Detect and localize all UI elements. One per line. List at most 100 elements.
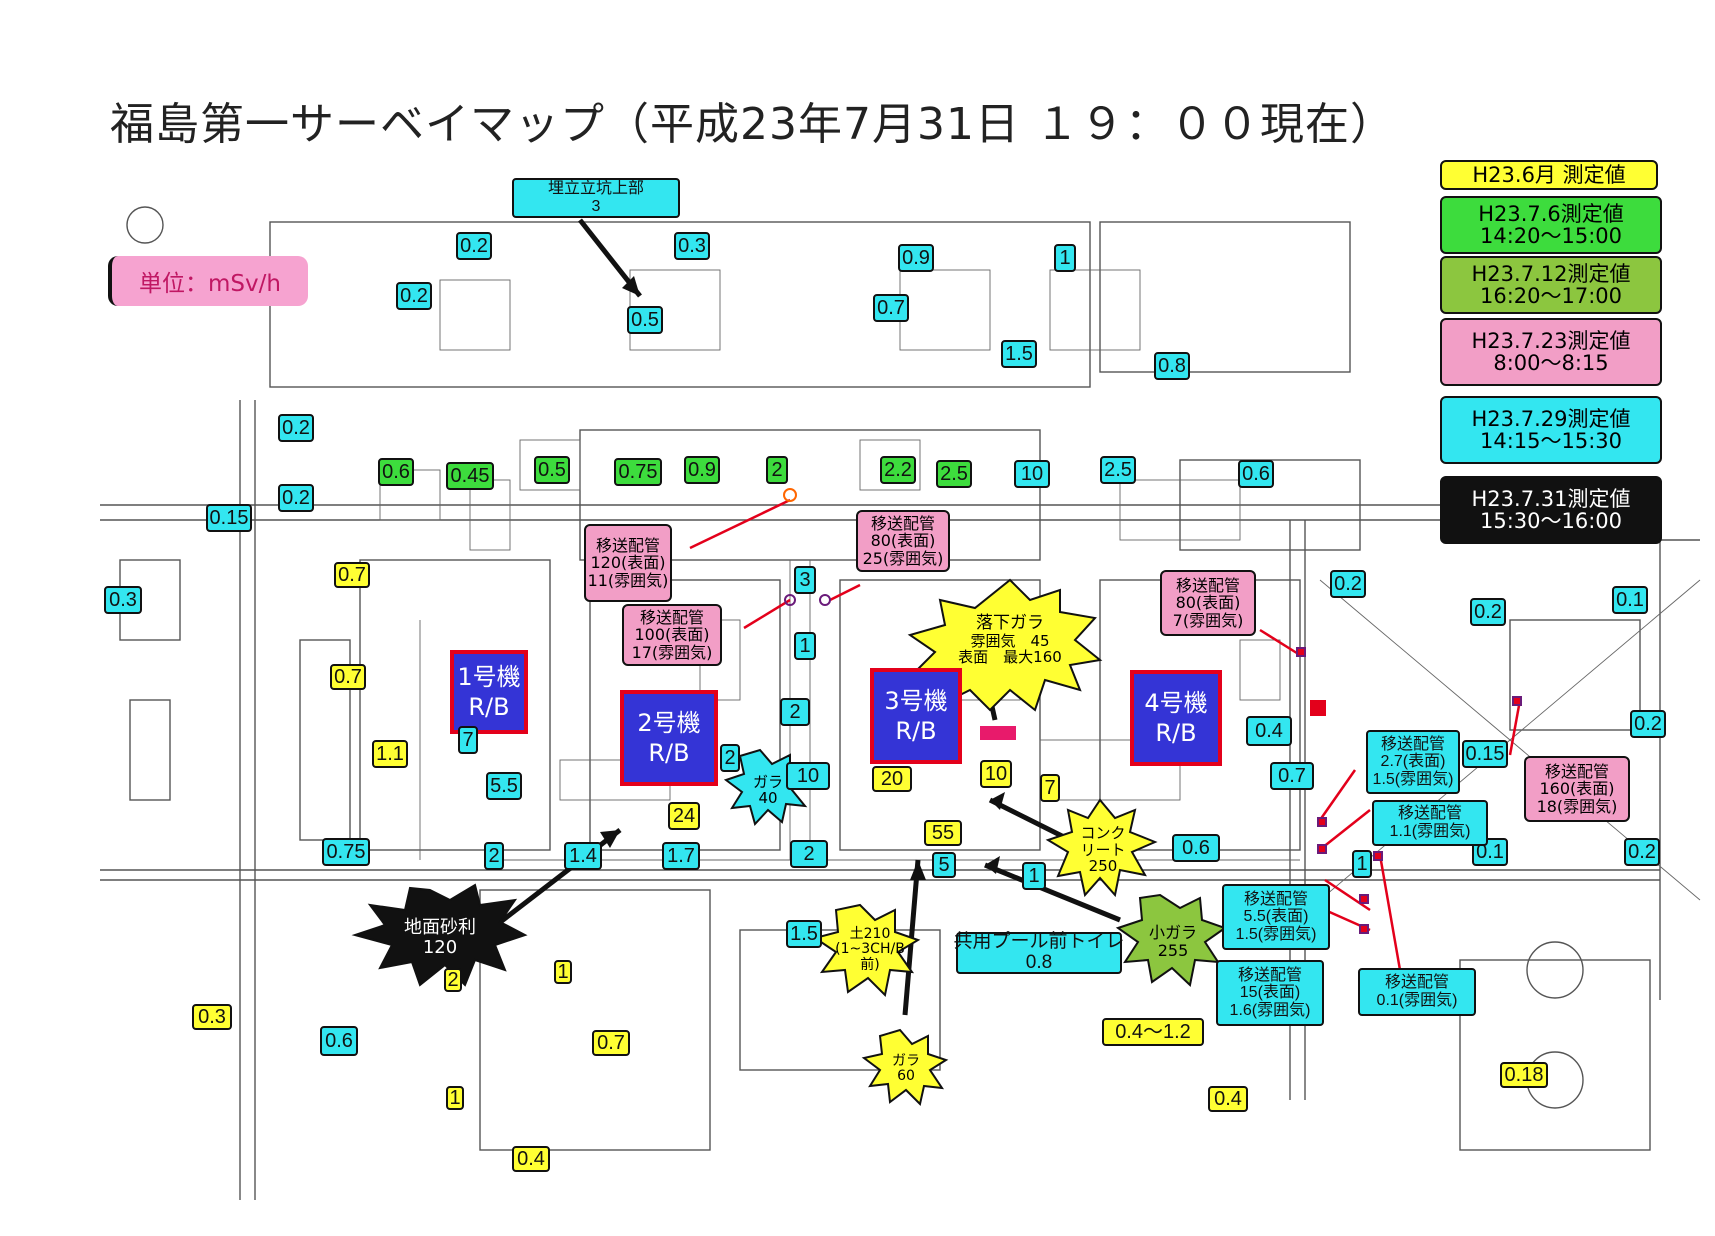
reading: 0.2	[1330, 570, 1366, 598]
falling-debris-line1: 雰囲気 45	[970, 631, 1050, 650]
pipe-note: 移送配管 160(表面) 18(雰囲気)	[1524, 756, 1630, 822]
shaft-label: 埋立立坑上部 3	[512, 178, 680, 218]
reading: 7	[1040, 774, 1060, 802]
soil-line1: (1~3CH/B	[835, 941, 905, 958]
pool-toilet-value: 0.8	[1025, 952, 1053, 973]
pipe-note: 移送配管 1.1(雰囲気)	[1372, 800, 1488, 846]
reading: 0.3	[192, 1004, 232, 1030]
reading: 5.5	[486, 772, 522, 800]
falling-debris-line2: 表面 最大160	[958, 648, 1062, 667]
pipe-note-line1: 100(表面)	[634, 625, 710, 645]
reading: 0.9	[684, 456, 720, 484]
falling-debris-burst: 落下ガラ 雰囲気 45 表面 最大160	[955, 605, 1065, 675]
reading: 1	[446, 1086, 464, 1110]
reading: 0.4	[512, 1146, 550, 1172]
pipe-note-title: 移送配管	[1243, 890, 1308, 908]
legend-0723-time: 8:00～8:15	[1493, 351, 1609, 375]
legend-0729-label: H23.7.29測定値	[1471, 406, 1631, 431]
pipe-note-line1: 80(表面)	[1175, 593, 1241, 613]
pipe-note-line2: 1.5(雰囲気)	[1372, 770, 1454, 788]
pipe-note-line2: 18(雰囲気)	[1536, 796, 1618, 816]
pipe-note-line1: 0.1(雰囲気)	[1376, 992, 1458, 1009]
reading: 0.18	[1500, 1062, 1548, 1088]
pipe-note: 移送配管 5.5(表面) 1.5(雰囲気)	[1222, 884, 1330, 950]
reading: 0.2	[278, 414, 314, 442]
pipe-note-line1: 15(表面)	[1239, 984, 1301, 1002]
pipe-note: 移送配管 0.1(雰囲気)	[1358, 968, 1476, 1016]
small-debris-burst: 小ガラ 255	[1135, 918, 1211, 966]
unit-1-building: 1号機 R/B	[450, 650, 528, 734]
soil-line2: 前)	[860, 956, 880, 973]
legend-0723: H23.7.23測定値 8:00～8:15	[1440, 318, 1662, 386]
reading: 0.7	[334, 562, 370, 588]
reading: 0.3	[674, 232, 710, 260]
debris40-burst: ガラ 40	[740, 770, 796, 810]
legend-0712: H23.7.12測定値 16:20～17:00	[1440, 256, 1662, 314]
concrete-burst-shape	[1045, 798, 1158, 898]
reading: 0.75	[322, 838, 370, 866]
pipe-note-line1: 5.5(表面)	[1243, 908, 1309, 926]
range-label: 0.4～1.2	[1102, 1018, 1204, 1046]
pipe-note-title: 移送配管	[1384, 974, 1449, 992]
reading: 0.7	[1270, 762, 1314, 790]
small-debris-title: 小ガラ	[1148, 923, 1197, 943]
legend-0706-time: 14:20～15:00	[1479, 224, 1623, 248]
legend-0731: H23.7.31測定値 15:30～16:00	[1440, 476, 1662, 544]
pipe-note-line2: 11(雰囲気)	[587, 570, 669, 590]
reading: 1	[794, 632, 816, 660]
legend-0729-time: 14:15～15:30	[1479, 429, 1623, 453]
reading: 0.2	[1624, 838, 1660, 866]
reading: 2.5	[936, 460, 972, 488]
pipe-note-title: 移送配管	[639, 607, 704, 627]
pipe-note-line1: 1.1(雰囲気)	[1389, 823, 1471, 840]
reading: 0.6	[1238, 460, 1274, 488]
unit-4-sub: R/B	[1155, 719, 1197, 747]
debris60-value: 60	[897, 1068, 915, 1084]
legend-0712-label: H23.7.12測定値	[1471, 261, 1631, 286]
reading: 1.5	[786, 920, 822, 948]
reading: 0.5	[534, 456, 570, 484]
pipe-note-line1: 2.7(表面)	[1380, 753, 1446, 771]
reading: 2	[720, 744, 740, 772]
gravel-title: 地面砂利	[404, 917, 476, 939]
reading: 1	[1352, 850, 1372, 878]
reading: 0.7	[330, 664, 366, 690]
pipe-note-line2: 17(雰囲気)	[631, 642, 713, 662]
pipe-note-title: 移送配管	[595, 535, 660, 555]
reading: 2	[766, 456, 788, 484]
debris60-burst: ガラ 60	[878, 1050, 934, 1088]
pipe-note-line2: 25(雰囲気)	[862, 548, 944, 568]
unit-2-sub: R/B	[648, 739, 690, 767]
unit-2-building: 2号機 R/B	[620, 690, 718, 786]
pipe-note: 移送配管 80(表面) 7(雰囲気)	[1160, 570, 1256, 636]
falling-debris-title: 落下ガラ	[976, 613, 1044, 634]
small-debris-arrow	[984, 862, 1121, 923]
debris40-title: ガラ	[752, 772, 783, 791]
soil-burst: 土210 (1~3CH/B 前)	[832, 920, 908, 980]
reading: 10	[1014, 460, 1050, 488]
reading: 0.75	[614, 458, 662, 486]
pipe-note-title: 移送配管	[1397, 805, 1462, 823]
reading: 0.6	[1172, 834, 1220, 862]
pipe-note: 移送配管 80(表面) 25(雰囲気)	[856, 510, 950, 572]
reading: 2	[780, 698, 810, 726]
reading: 0.2	[278, 484, 314, 512]
reading: 1	[1054, 244, 1076, 272]
reading: 0.2	[456, 232, 492, 260]
concrete-line1: リート	[1080, 840, 1126, 859]
reading: 1.7	[662, 842, 700, 870]
unit-3-sub: R/B	[895, 717, 937, 745]
reading: 2	[484, 842, 504, 870]
reading: 0.6	[320, 1026, 358, 1056]
pipe-note-line1: 120(表面)	[590, 553, 666, 573]
pipe-note-title: 移送配管	[1237, 966, 1302, 984]
pipe-note-line2: 1.6(雰囲気)	[1229, 1001, 1311, 1019]
reading: 2.5	[1100, 456, 1136, 484]
reading: 0.2	[1630, 710, 1666, 738]
reading: 0.8	[1154, 352, 1190, 380]
pool-toilet-title: 共用プール前トイレ	[953, 931, 1125, 953]
pipe-note: 移送配管 100(表面) 17(雰囲気)	[622, 604, 722, 666]
debris60-title: ガラ	[892, 1052, 920, 1069]
small-debris-value: 255	[1157, 941, 1189, 960]
reading: 0.7	[873, 294, 909, 322]
